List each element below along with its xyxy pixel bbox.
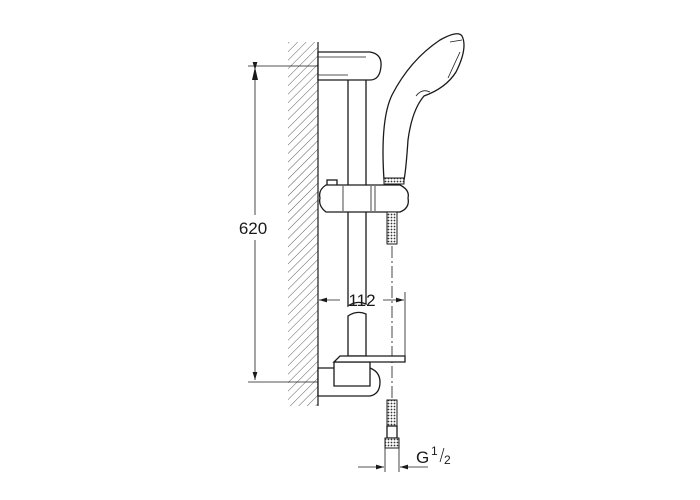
wall [288, 42, 319, 406]
offset-dimension: 112 [319, 291, 406, 356]
thread-dimension: G 1 2 [358, 444, 451, 470]
hose-connector [384, 399, 400, 472]
slider-holder [318, 179, 409, 213]
shower-rail [347, 76, 367, 357]
dimension-112: 112 [348, 291, 375, 310]
height-dimension: 620 [239, 62, 318, 383]
top-wall-bracket [317, 51, 382, 81]
dimension-620: 620 [239, 219, 267, 238]
thread-numerator: 1 [431, 444, 438, 458]
hose-upper [386, 211, 398, 245]
thread-letter: G [416, 448, 429, 467]
hand-shower [382, 33, 465, 185]
thread-denominator: 2 [444, 453, 451, 467]
bottom-wall-bracket [317, 355, 406, 397]
